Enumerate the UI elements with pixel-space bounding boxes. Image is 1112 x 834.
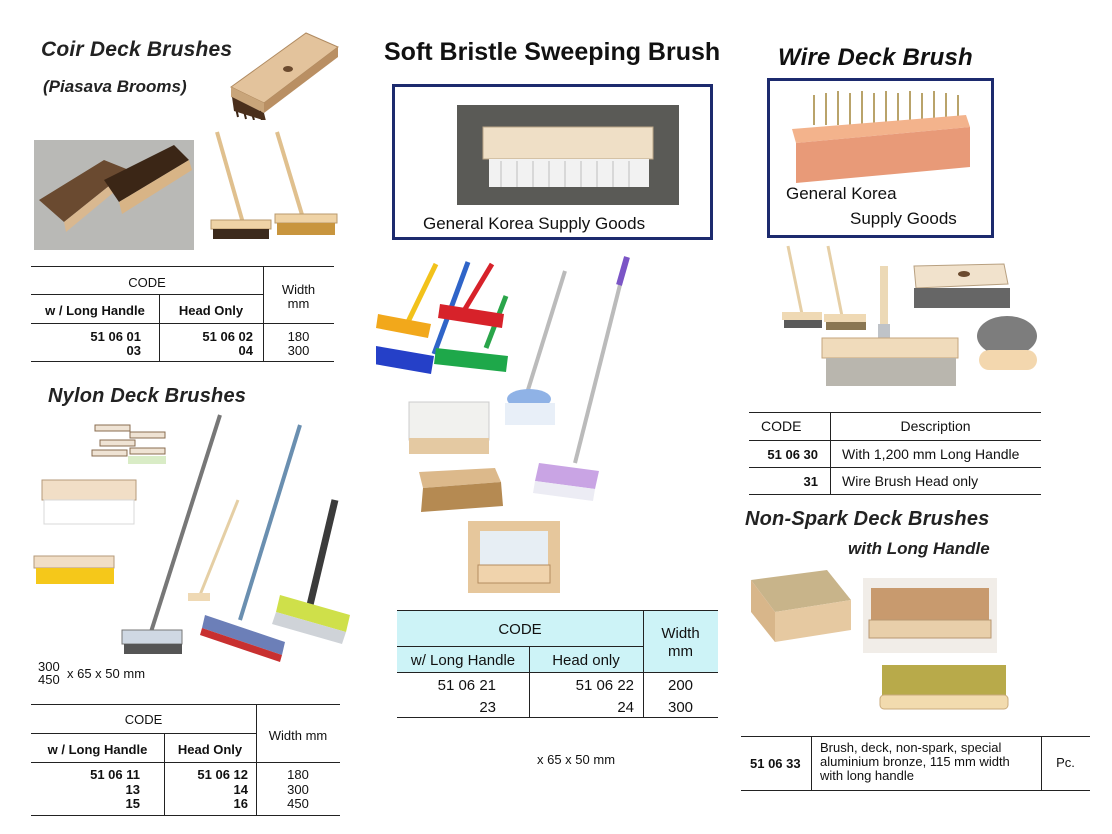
wire-oval-brush-image: [977, 316, 1037, 370]
coir-title: Coir Deck Brushes: [41, 38, 233, 61]
soft-width-unit: mm: [668, 643, 693, 660]
nonspark-table: 51 06 33 Brush, deck, non-spark, special…: [741, 736, 1090, 791]
nylon-row-1-code-b: 51 06 12: [197, 767, 248, 782]
nylon-row-3-code-b: 16: [233, 796, 248, 811]
wire-caption-line1: General Korea: [786, 184, 897, 203]
soft-row-2-code-b: 24: [617, 699, 634, 716]
nylon-row-3-width: 450: [287, 796, 309, 811]
wire-head-image: [913, 263, 1010, 308]
nylon-dim-size-450: 450: [38, 672, 60, 687]
soft-col1-header: w/ Long Handle: [410, 652, 516, 669]
coir-row-1-code-b: 51 06 02: [202, 329, 253, 344]
coir-row-2-code-a: 03: [126, 343, 141, 358]
soft-code-header: CODE: [498, 621, 542, 638]
nonspark-desc-line2: aluminium bronze, 115 mm width: [820, 754, 1010, 769]
soft-photo-frame: General Korea Supply Goods: [392, 84, 713, 240]
wire-code-header: CODE: [761, 418, 802, 434]
soft-row-1-code-a: 51 06 21: [437, 677, 496, 694]
nylon-row-1-width: 180: [287, 767, 309, 782]
coir-col1-header: w / Long Handle: [45, 303, 145, 318]
soft-row-1-width: 200: [667, 677, 694, 694]
coir-table: CODE Width mm w / Long Handle Head Only …: [31, 266, 334, 362]
soft-table: CODE Width mm w/ Long Handle Head only 5…: [397, 610, 718, 718]
nonspark-subtitle: with Long Handle: [848, 539, 990, 558]
wire-row-1-code: 51 06 30: [767, 447, 818, 462]
nylon-long-handle-image: [121, 414, 350, 662]
wire-caption-line2: Supply Goods: [850, 209, 957, 228]
soft-width-header: Width: [661, 625, 700, 642]
coir-width-header: Width: [281, 282, 316, 297]
nonspark-brush-image-3: [879, 665, 1009, 710]
wire-row-1-desc: With 1,200 mm Long Handle: [842, 446, 1020, 462]
nylon-code-header: CODE: [124, 712, 163, 727]
soft-row-2-width: 300: [667, 699, 694, 716]
wire-brush-photo: [792, 91, 970, 183]
nonspark-desc-line3: with long handle: [820, 768, 914, 783]
coir-width-unit: mm: [287, 296, 310, 311]
wire-long-handle-brooms-image: [782, 245, 866, 330]
wire-long-handle-closeup-image: [821, 266, 959, 386]
coir-code-header: CODE: [128, 275, 166, 290]
soft-head-closeup-image: [468, 521, 560, 593]
nylon-row-2-width: 300: [287, 782, 309, 797]
soft-dim: x 65 x 50 mm: [537, 752, 616, 767]
coir-row-2-width: 300: [287, 343, 310, 358]
soft-head-images: [408, 401, 503, 512]
nylon-dim-size-300: 300: [38, 659, 60, 674]
coir-row-2-code-b: 04: [238, 343, 253, 358]
coir-col2-header: Head Only: [178, 303, 244, 318]
soft-col2-header: Head only: [552, 652, 620, 669]
soft-long-handle-brooms-image: [505, 256, 630, 501]
wire-row-2-desc: Wire Brush Head only: [842, 473, 979, 489]
coir-row-1-width: 180: [287, 329, 310, 344]
nylon-row-2-code-b: 14: [233, 782, 248, 797]
soft-brush-photo: [457, 105, 679, 205]
coir-subtitle: (Piasava Brooms): [43, 77, 187, 96]
wire-table: CODE Description 51 06 30 With 1,200 mm …: [749, 412, 1041, 495]
nonspark-desc-line1: Brush, deck, non-spark, special: [820, 740, 1002, 755]
nonspark-title: Non-Spark Deck Brushes: [745, 508, 990, 530]
soft-caption: General Korea Supply Goods: [423, 214, 646, 233]
soft-row-2-code-a: 23: [479, 699, 496, 716]
nylon-col1-header: w / Long Handle: [47, 742, 148, 757]
nylon-dim-sizes: 300 450: [38, 660, 60, 686]
coir-long-handle-image: [210, 131, 338, 239]
nylon-brush-heads-image: [33, 424, 166, 584]
wire-row-2-code: 31: [803, 474, 818, 489]
nylon-col2-header: Head Only: [177, 742, 243, 757]
wire-title: Wire Deck Brush: [778, 44, 973, 71]
nylon-row-3-code-a: 15: [125, 796, 140, 811]
coir-brush-head-image: [230, 32, 339, 120]
nylon-width-header: Width mm: [268, 728, 328, 743]
soft-table-header-fill: [397, 610, 718, 672]
coir-row-1-code-a: 51 06 01: [90, 329, 141, 344]
nylon-dim-rest: x 65 x 50 mm: [67, 666, 146, 681]
nylon-row-1-code-a: 51 06 11: [90, 767, 140, 782]
wire-photo-frame: General Korea Supply Goods: [767, 78, 994, 238]
nonspark-unit: Pc.: [1056, 755, 1075, 770]
nonspark-brush-image-2: [863, 578, 997, 653]
coir-brushes-photo: [34, 140, 194, 250]
nonspark-code: 51 06 33: [750, 756, 801, 771]
nonspark-desc: Brush, deck, non-spark, special aluminiu…: [820, 741, 1010, 783]
nonspark-brush-image-1: [751, 570, 851, 642]
nylon-title: Nylon Deck Brushes: [48, 385, 247, 407]
soft-title: Soft Bristle Sweeping Brush: [384, 38, 721, 66]
nylon-table: CODE Width mm w / Long Handle Head Only …: [31, 704, 340, 816]
soft-color-brooms-image: [376, 261, 509, 374]
nylon-row-2-code-a: 13: [125, 782, 140, 797]
soft-row-1-code-b: 51 06 22: [575, 677, 634, 694]
wire-desc-header: Description: [900, 418, 971, 434]
